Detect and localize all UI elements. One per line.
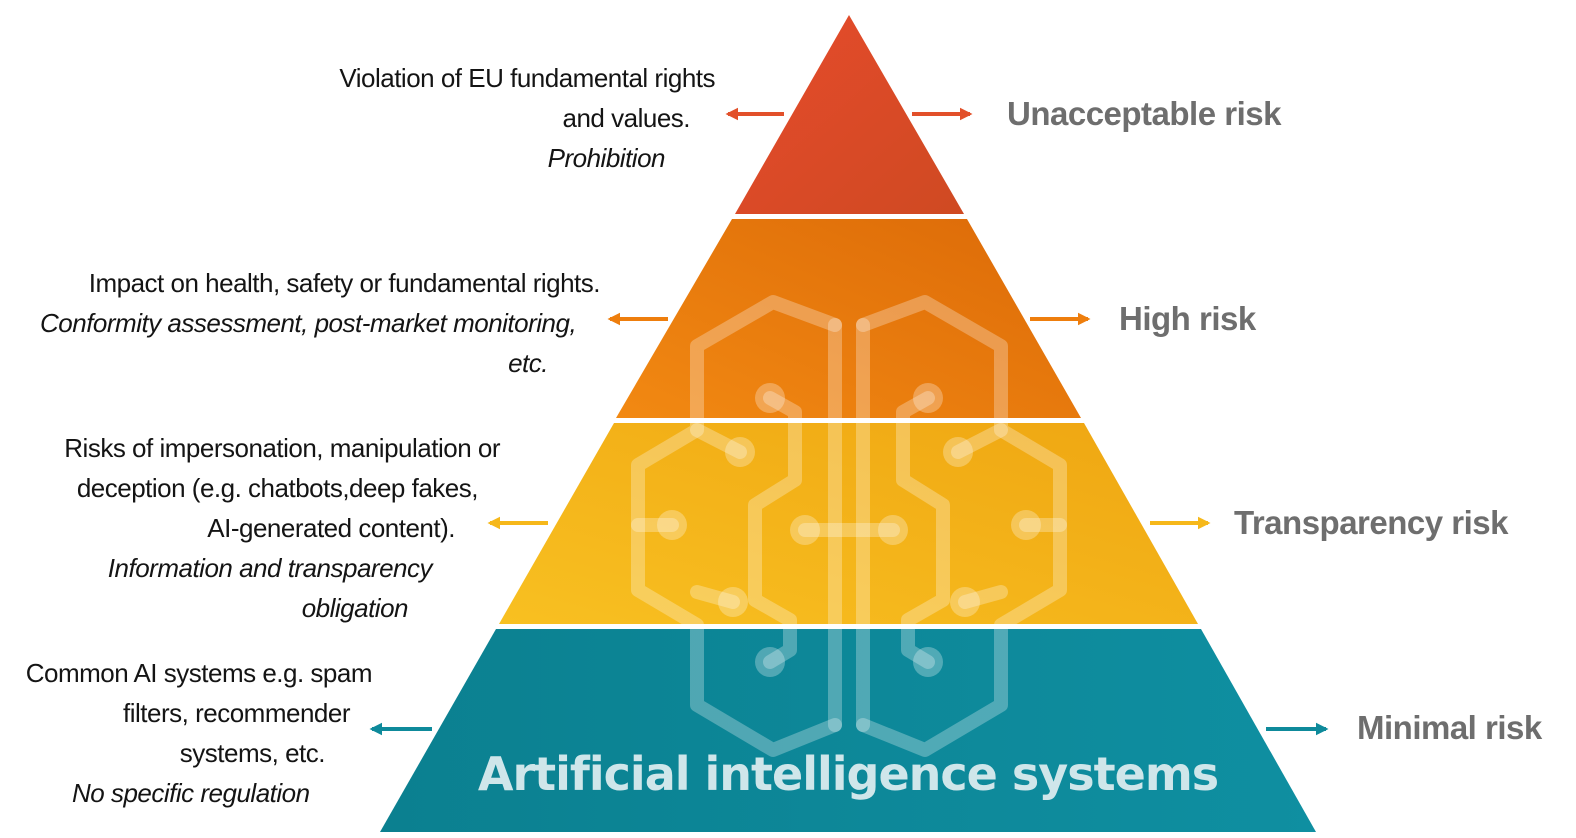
brain-circuit-icon	[631, 295, 1067, 757]
description-line: systems, etc.	[179, 738, 326, 768]
description-transparency: Risks of impersonation, manipulation or …	[40, 428, 500, 628]
description-high: Impact on health, safety or fundamental …	[40, 263, 601, 383]
tier-minimal	[380, 629, 1316, 832]
description-line: filters, recommender	[123, 698, 350, 728]
description-line: Common AI systems e.g. spam	[25, 658, 373, 688]
risk-label-high: High risk	[1119, 300, 1256, 337]
description-line: No specific regulation	[72, 778, 310, 808]
description-line: and values.	[562, 103, 691, 133]
description-line: Information and transparency	[107, 553, 433, 583]
risk-label-unacceptable: Unacceptable risk	[1007, 95, 1281, 132]
description-line: Impact on health, safety or fundamental …	[88, 268, 601, 298]
description-minimal: Common AI systems e.g. spam filters, rec…	[20, 653, 373, 813]
risk-label-transparency: Transparency risk	[1234, 504, 1509, 541]
tier-transparency	[499, 423, 1198, 624]
description-unacceptable: Violation of EU fundamental rights and v…	[320, 58, 715, 178]
risk-label-minimal: Minimal risk	[1357, 709, 1542, 746]
description-line: etc.	[508, 348, 548, 378]
arrows	[369, 107, 1329, 736]
description-line: Risks of impersonation, manipulation or	[64, 433, 500, 463]
description-line: obligation	[301, 593, 409, 623]
description-line: Violation of EU fundamental rights	[339, 63, 715, 93]
tier-high	[616, 219, 1081, 418]
description-line: AI-generated content).	[207, 513, 455, 543]
description-line: Conformity assessment, post-market monit…	[40, 308, 577, 338]
description-line: Prohibition	[547, 143, 666, 173]
base-title: Artificial intelligence systems	[478, 747, 1218, 801]
pyramid	[380, 15, 1316, 832]
tier-unacceptable	[735, 15, 964, 214]
description-line: deception (e.g. chatbots,deep fakes,	[76, 473, 479, 503]
